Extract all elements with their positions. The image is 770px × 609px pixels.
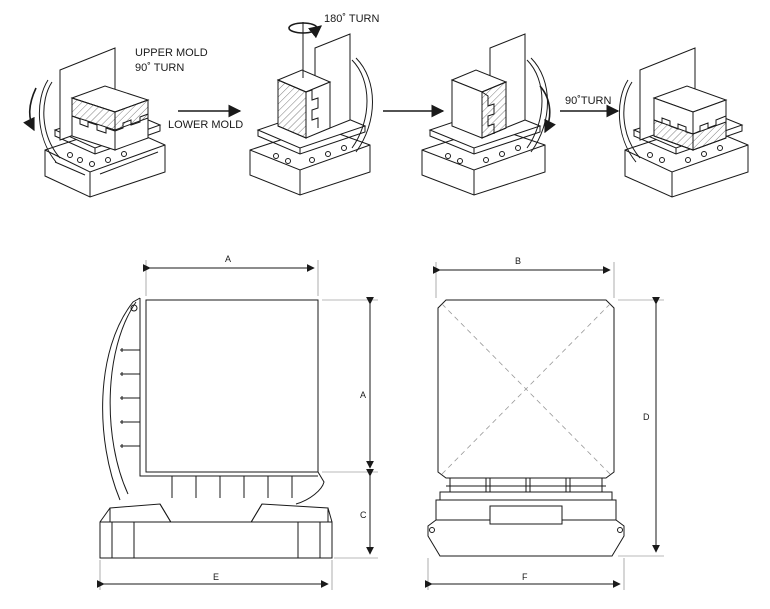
side-elevation: B D F xyxy=(424,256,664,590)
dim-e-bottom: E xyxy=(213,572,219,582)
dim-f-bottom: F xyxy=(522,572,528,582)
front-elevation: A xyxy=(96,254,378,590)
step-1-machine: UPPER MOLD 90˚ TURN xyxy=(23,47,208,198)
base-hole-pattern xyxy=(445,145,521,164)
turn-90-label-a: 90˚ TURN xyxy=(135,62,184,74)
dim-a-top: A xyxy=(225,254,231,264)
turn-180-label: 180˚ TURN xyxy=(324,13,379,25)
base-hole-pattern xyxy=(647,145,723,163)
step-4-machine xyxy=(618,47,749,198)
bottom-fins xyxy=(171,476,293,498)
base-hole-pattern xyxy=(273,145,347,164)
bottom-fins xyxy=(446,478,606,492)
upper-mold-label: UPPER MOLD xyxy=(135,47,208,59)
dim-c-side: C xyxy=(360,510,367,520)
base-hole-pattern xyxy=(67,151,127,167)
step-2-machine: 180˚ TURN xyxy=(249,13,379,196)
side-fins xyxy=(120,348,140,448)
step-3-machine xyxy=(421,33,556,196)
turn-90-label-b: 90˚TURN xyxy=(565,95,612,107)
lower-mold-label: LOWER MOLD xyxy=(168,119,243,131)
dim-a-side: A xyxy=(360,390,366,400)
dim-b-top: B xyxy=(515,256,521,266)
dim-d-side: D xyxy=(643,412,650,422)
